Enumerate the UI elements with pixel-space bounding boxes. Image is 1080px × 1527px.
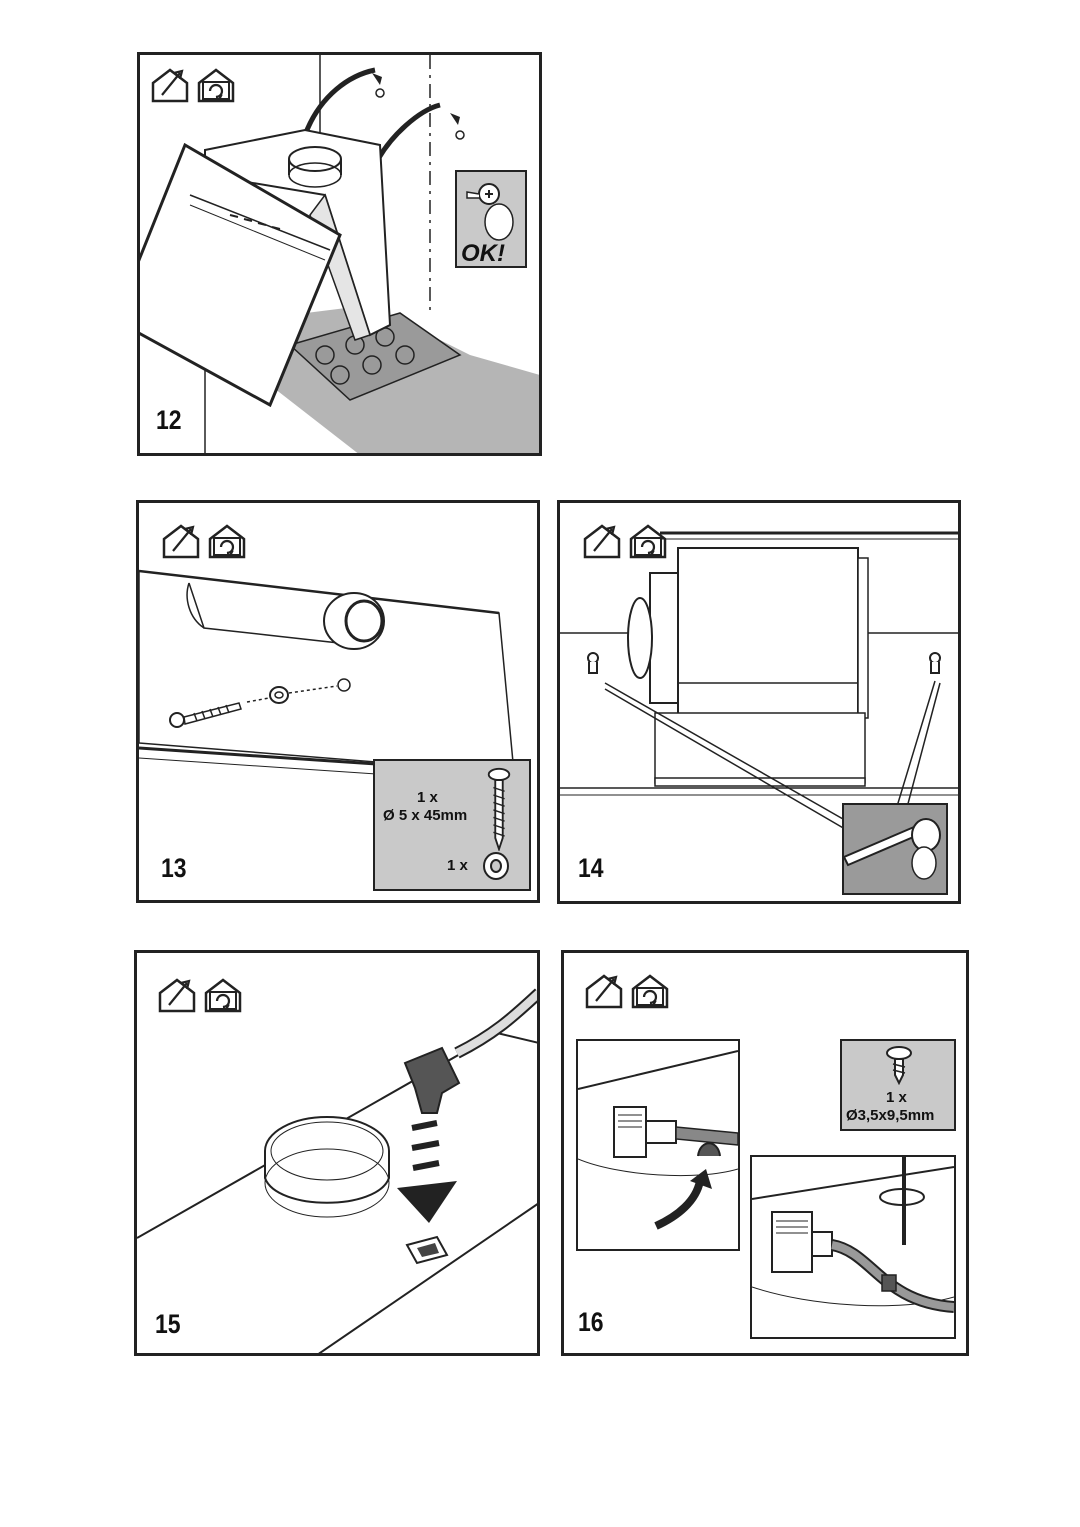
step-14-panel: 14 xyxy=(557,500,961,904)
step-12-panel: OK! 12 xyxy=(137,52,542,456)
washer-qty: 1 x xyxy=(447,857,468,874)
power-connector-illustration xyxy=(137,988,537,1353)
step-number: 13 xyxy=(161,853,187,883)
cable-clip-subpanel xyxy=(576,1039,740,1251)
ok-label: OK! xyxy=(461,240,505,267)
ducted-mode-icon xyxy=(584,973,624,1009)
screwdriver-inset xyxy=(842,803,948,895)
motor-hanging-illustration xyxy=(560,531,958,830)
screw-size: Ø3,5x9,5mm xyxy=(846,1107,935,1124)
screw-ok-icon xyxy=(466,183,514,241)
step-number: 15 xyxy=(155,1309,181,1339)
screw-spec-inset: 1 x Ø3,5x9,5mm xyxy=(840,1039,956,1131)
cable-clip-illustration xyxy=(578,1050,738,1230)
step-13-panel: 1 x Ø 5 x 45mm 1 x 13 xyxy=(136,500,540,903)
screw-spec-inset: 1 x Ø 5 x 45mm 1 x xyxy=(373,759,531,891)
clip-screw-subpanel xyxy=(750,1155,956,1339)
step-number: 14 xyxy=(578,853,604,883)
step-15-panel: 15 xyxy=(134,950,540,1356)
hood-mounting-illustration xyxy=(140,55,539,453)
step-16-panel: 1 x Ø3,5x9,5mm 16 xyxy=(561,950,969,1356)
bracket-screw-illustration xyxy=(139,569,515,784)
step-number: 16 xyxy=(578,1307,604,1337)
screw-qty: 1 x xyxy=(417,789,438,806)
recirculation-mode-icon xyxy=(630,973,670,1009)
ok-inset: OK! xyxy=(455,170,527,268)
screwdriver-icon xyxy=(844,818,941,880)
screw-qty: 1 x xyxy=(886,1089,907,1106)
washer-icon xyxy=(483,852,509,880)
screw-icon xyxy=(884,1045,914,1085)
clip-screw-illustration xyxy=(752,1157,954,1313)
step-number: 12 xyxy=(156,405,182,435)
screw-size: Ø 5 x 45mm xyxy=(383,807,468,824)
screw-icon xyxy=(485,767,513,851)
mode-icons xyxy=(584,973,670,1009)
